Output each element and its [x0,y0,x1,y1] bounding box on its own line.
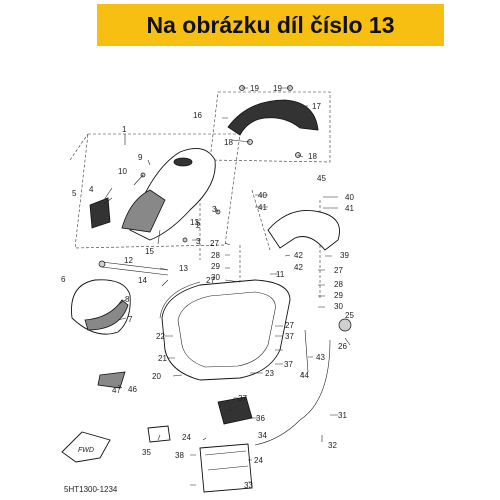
callout-29b: 29 [334,291,343,300]
carrier-bracket [267,210,340,251]
callout-16: 16 [193,111,202,120]
callout-47: 47 [112,386,121,395]
fwd-arrow [61,431,111,463]
callout-42b: 42 [294,263,303,272]
callout-13b: 13 [190,218,199,227]
callout-30b: 30 [334,302,343,311]
callout-7: 7 [128,315,133,324]
callout-41: 41 [258,203,267,212]
callout-27b: 27 [206,276,215,285]
callout-28b: 28 [334,280,343,289]
callout-18: 18 [224,138,233,147]
callout-40b: 40 [345,193,354,202]
rear-seat-frame [209,91,331,163]
diagram-code: 5HT1300-1234 [64,485,118,494]
callout-15: 15 [145,247,154,256]
callout-39: 39 [340,251,349,260]
callout-37b: 37 [284,360,293,369]
callout-31: 31 [338,411,347,420]
callout-41b: 41 [345,204,354,213]
callout-14: 14 [138,276,147,285]
fwd-label: FWD [78,447,94,454]
callout-6: 6 [61,275,66,284]
callout-38: 38 [175,451,184,460]
callout-36: 36 [256,414,265,423]
clip-46 [97,371,126,389]
callout-13: 13 [179,264,188,273]
seat-rod [101,261,169,276]
luggage-box-inner [177,291,276,368]
callout-35: 35 [142,448,151,457]
callout-42: 42 [294,251,303,260]
callout-5: 5 [72,189,77,198]
seat-lock [338,318,352,332]
side-cover-shade [84,299,129,331]
callout-4: 4 [89,185,94,194]
lower-bin-detail [204,450,249,471]
rear-seat-part [227,99,319,136]
title-banner-text: Na obrázku díl číslo 13 [146,11,395,38]
callout-25: 25 [345,311,354,320]
callout-12: 12 [124,256,133,265]
callout-27d: 27 [285,321,294,330]
callout-44: 44 [300,371,309,380]
callout-19: 19 [250,84,259,93]
bolt [182,237,188,243]
callout-21: 21 [158,354,167,363]
small-plate [147,425,171,443]
cable-43 [304,329,309,373]
callout-45: 45 [317,174,326,183]
seat-lock-cable [254,339,331,446]
callout-43: 43 [316,353,325,362]
callout-2: 2 [196,221,201,230]
callout-3b: 3 [196,237,201,246]
callout-24b: 24 [254,456,263,465]
callout-32: 32 [328,441,337,450]
callout-34: 34 [258,431,267,440]
rod-end [98,260,106,268]
callout-10: 10 [118,167,127,176]
callout-17: 17 [312,102,321,111]
callout-3: 3 [212,205,217,214]
hinge-part [89,197,111,229]
callout-9: 9 [138,153,143,162]
seat-underside [121,189,166,233]
callout-30: 30 [211,273,220,282]
callout-11: 11 [276,270,285,279]
callout-8: 8 [125,295,130,304]
callout-37: 37 [238,394,247,403]
callout-26: 26 [338,342,347,351]
callout-27: 27 [210,239,219,248]
callout-20: 20 [152,372,161,381]
seat-logo [173,157,193,167]
seat-assembly-frame [74,133,241,249]
callout-29: 29 [211,262,220,271]
callout-24: 24 [182,433,191,442]
callout-27c: 27 [334,266,343,275]
callout-22: 22 [156,332,165,341]
leader-lines [103,87,351,486]
callout-19b: 19 [273,84,282,93]
callout-37c: 37 [285,332,294,341]
callout-40: 40 [258,191,267,200]
title-banner: Na obrázku díl číslo 13 [97,4,444,46]
callout-1: 1 [122,125,127,134]
callout-33: 33 [244,481,253,490]
callout-18b: 18 [308,152,317,161]
callout-23: 23 [265,369,274,378]
box-seal-22 [159,281,201,319]
callout-28: 28 [211,251,220,260]
callout-46: 46 [128,385,137,394]
